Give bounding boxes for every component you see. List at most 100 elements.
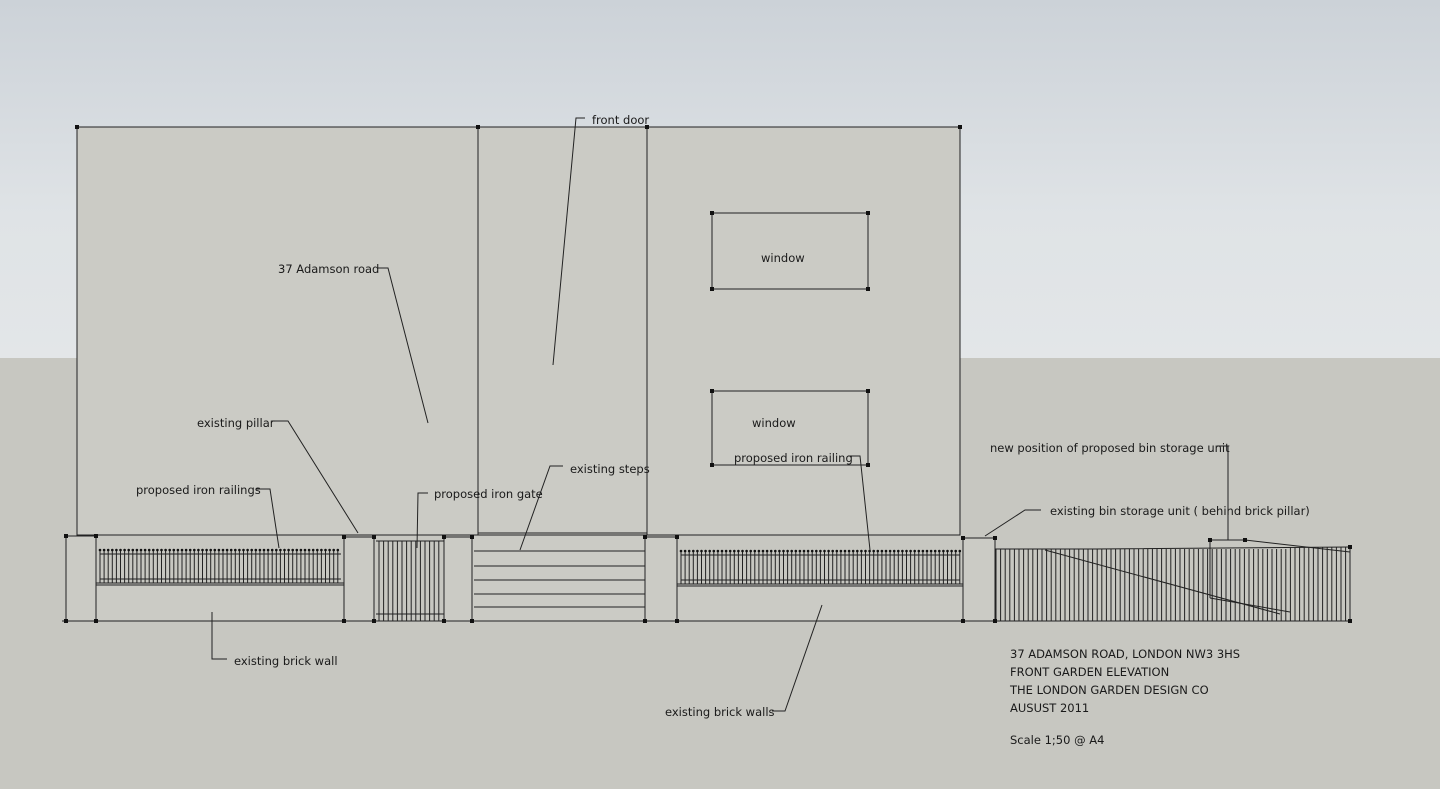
vertex-dot [675, 535, 679, 539]
railing-finial [336, 548, 340, 552]
railing-finial [704, 549, 707, 553]
railing-finial [197, 548, 200, 552]
railing-finial [229, 548, 233, 552]
railing-finial [164, 548, 167, 552]
railing-finial [929, 549, 933, 553]
railing-finial [942, 549, 945, 553]
vertex-dot [470, 535, 474, 539]
railing-finial [209, 548, 212, 552]
railing-finial [176, 548, 180, 552]
railing-finial [757, 549, 761, 553]
railing-finial [303, 548, 307, 552]
railing-finial [786, 549, 789, 553]
vertex-dot [866, 463, 870, 467]
leader-iron-railings [256, 488, 280, 549]
leader-brick-walls [772, 604, 823, 712]
railing-finial [135, 548, 139, 552]
vertex-dot [64, 534, 68, 538]
railing-finial [188, 548, 192, 552]
railing-finial [324, 548, 327, 552]
railing-finial [168, 548, 171, 552]
railing-finial [328, 548, 331, 552]
leader-brick-wall [211, 612, 227, 660]
railing-finial [115, 548, 118, 552]
vertex-dot [993, 619, 997, 623]
railing-finial [782, 549, 785, 553]
railing-finial [287, 548, 290, 552]
railing-finial [266, 548, 270, 552]
railing-finial [946, 549, 949, 553]
gate-pillar-right [443, 536, 473, 622]
label-window-upper: window [761, 251, 805, 265]
vertex-dot [372, 535, 376, 539]
leader-house [378, 267, 429, 424]
railing-finial [201, 548, 204, 552]
railing-finial [275, 548, 278, 552]
railing-finial [205, 548, 208, 552]
railing-finial [806, 549, 810, 553]
railing-finial [872, 549, 875, 553]
vertex-dot [94, 534, 98, 538]
railing-finial [152, 548, 155, 552]
vertex-dot [710, 463, 714, 467]
railing-finial [692, 549, 695, 553]
railing-finial [839, 549, 843, 553]
railing-finial [258, 548, 262, 552]
leader-iron-railing [848, 455, 871, 551]
vertex-dot [866, 211, 870, 215]
house-facade [76, 126, 961, 536]
railing-finial [139, 548, 143, 552]
vertex-dot [866, 287, 870, 291]
vertex-dot [710, 287, 714, 291]
vertex-dot [993, 536, 997, 540]
railing-finial [160, 548, 163, 552]
railing-finial [888, 549, 892, 553]
railing-finial [790, 549, 793, 553]
vertex-dot [372, 619, 376, 623]
railing-finial [119, 548, 122, 552]
railing-finial [316, 548, 319, 552]
right-brick-wall [676, 585, 964, 622]
railing-finial [917, 549, 921, 553]
label-front-door: front door [592, 113, 649, 127]
railing-finial [238, 548, 241, 552]
railing-finial [213, 548, 217, 552]
railing-finial [921, 549, 925, 553]
railing-finial [679, 549, 683, 553]
railing-finial [794, 549, 798, 553]
railing-finial [111, 548, 114, 552]
label-existing-pillar: existing pillar [197, 416, 275, 430]
vertex-dot [1348, 619, 1352, 623]
railing-finial [106, 548, 110, 552]
vertex-dot [470, 619, 474, 623]
railing-finial [761, 549, 765, 553]
railing-finial [819, 549, 822, 553]
leader-existing-bin [984, 509, 1041, 537]
step-lines [474, 534, 645, 608]
label-existing-bin-unit: existing bin storage unit ( behind brick… [1050, 504, 1310, 518]
railing-finial [712, 549, 716, 553]
left-end-pillar [65, 535, 97, 622]
railing-finial [696, 549, 699, 553]
steps-pillar-right [644, 536, 678, 622]
railing-finial [720, 549, 724, 553]
railing-finial [851, 549, 855, 553]
railing-finial [270, 548, 274, 552]
railing-finial [810, 549, 814, 553]
railing-finial [835, 549, 839, 553]
railing-finial [905, 549, 908, 553]
railing-finial [737, 549, 740, 553]
railing-finial [802, 549, 806, 553]
vertex-dot [342, 619, 346, 623]
railing-finial [847, 549, 851, 553]
railing-finial [708, 549, 711, 553]
railing-finial [687, 549, 691, 553]
vertex-dot [710, 389, 714, 393]
railing-finial [283, 548, 286, 552]
railing-finial [147, 548, 151, 552]
label-window-lower: window [752, 416, 796, 430]
vertex-markers [64, 125, 1352, 623]
railing-finial [954, 549, 957, 553]
railing-finial [745, 549, 748, 553]
